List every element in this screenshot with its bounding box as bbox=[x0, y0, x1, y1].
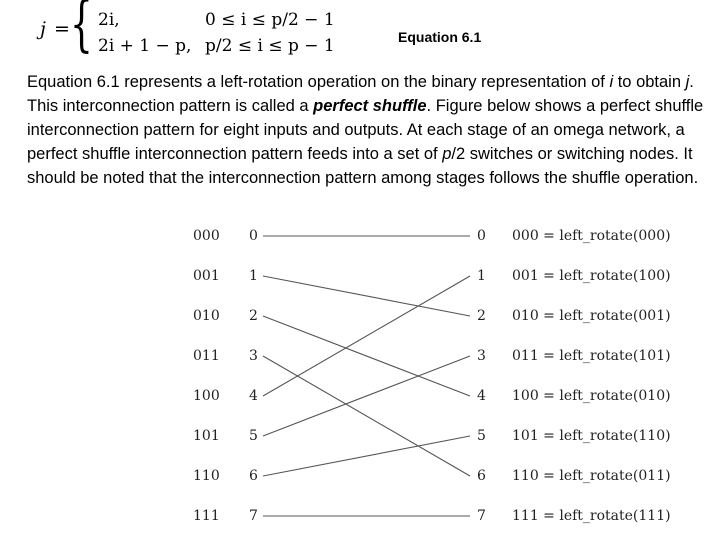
body-paragraph: Equation 6.1 represents a left-rotation … bbox=[27, 70, 707, 190]
input-index-label: 1 bbox=[249, 268, 258, 284]
shuffle-connection-line bbox=[262, 315, 471, 397]
output-rotate-label: 010 = left_rotate(001) bbox=[512, 308, 671, 324]
shuffle-connection-line bbox=[262, 355, 471, 477]
equation-block: j = { 2i, 0 ≤ i ≤ p/2 − 1 2i + 1 − p, p/… bbox=[0, 0, 720, 64]
output-rotate-label: 011 = left_rotate(101) bbox=[512, 348, 671, 364]
input-binary-label: 110 bbox=[193, 468, 220, 484]
shuffle-connection-line bbox=[262, 355, 471, 437]
output-rotate-label: 001 = left_rotate(100) bbox=[512, 268, 671, 284]
output-index-label: 4 bbox=[477, 388, 486, 404]
input-index-label: 6 bbox=[249, 468, 258, 484]
para-text-1: Equation 6.1 represents a left-rotation … bbox=[27, 73, 610, 91]
equals-sign: = bbox=[54, 18, 70, 40]
shuffle-connection-line bbox=[262, 435, 471, 477]
input-binary-label: 000 bbox=[193, 228, 220, 244]
case2-expression: 2i + 1 − p, bbox=[98, 36, 192, 56]
input-index-label: 3 bbox=[249, 348, 258, 364]
output-index-label: 7 bbox=[477, 508, 486, 524]
equation-caption: Equation 6.1 bbox=[398, 29, 482, 45]
shuffle-connection-line bbox=[262, 275, 471, 397]
output-rotate-label: 100 = left_rotate(010) bbox=[512, 388, 671, 404]
case1-condition: 0 ≤ i ≤ p/2 − 1 bbox=[205, 10, 335, 30]
input-binary-label: 111 bbox=[193, 508, 220, 524]
input-index-label: 4 bbox=[249, 388, 258, 404]
output-rotate-label: 000 = left_rotate(000) bbox=[512, 228, 671, 244]
var-j: j bbox=[685, 73, 690, 91]
input-binary-label: 100 bbox=[193, 388, 220, 404]
para-text-5: /2 switches or switching nodes. It shoul… bbox=[27, 145, 699, 187]
input-binary-label: 101 bbox=[193, 428, 220, 444]
output-rotate-label: 111 = left_rotate(111) bbox=[512, 508, 671, 524]
input-index-label: 5 bbox=[249, 428, 258, 444]
left-brace: { bbox=[70, 0, 93, 59]
output-index-label: 0 bbox=[477, 228, 486, 244]
equation-lhs: j bbox=[40, 18, 46, 40]
para-text-4: . Figure below shows a perfect shuffle i… bbox=[27, 97, 704, 163]
var-p: p bbox=[442, 145, 452, 163]
input-index-label: 7 bbox=[249, 508, 258, 524]
output-index-label: 3 bbox=[477, 348, 486, 364]
input-binary-label: 011 bbox=[193, 348, 220, 364]
input-binary-label: 010 bbox=[193, 308, 220, 324]
term-perfect-shuffle: perfect shuffle bbox=[313, 97, 427, 115]
para-text-3: . This interconnection pattern is called… bbox=[27, 73, 694, 115]
shuffle-connection-line bbox=[262, 275, 471, 317]
var-i: i bbox=[609, 73, 614, 91]
output-index-label: 2 bbox=[477, 308, 486, 324]
case2-condition: p/2 ≤ i ≤ p − 1 bbox=[205, 36, 335, 56]
output-rotate-label: 110 = left_rotate(011) bbox=[512, 468, 671, 484]
output-index-label: 6 bbox=[477, 468, 486, 484]
para-text-2: to obtain bbox=[613, 73, 686, 91]
output-index-label: 5 bbox=[477, 428, 486, 444]
output-rotate-label: 101 = left_rotate(110) bbox=[512, 428, 671, 444]
input-binary-label: 001 bbox=[193, 268, 220, 284]
output-index-label: 1 bbox=[477, 268, 486, 284]
case1-expression: 2i, bbox=[98, 10, 120, 30]
input-index-label: 2 bbox=[249, 308, 258, 324]
input-index-label: 0 bbox=[249, 228, 258, 244]
